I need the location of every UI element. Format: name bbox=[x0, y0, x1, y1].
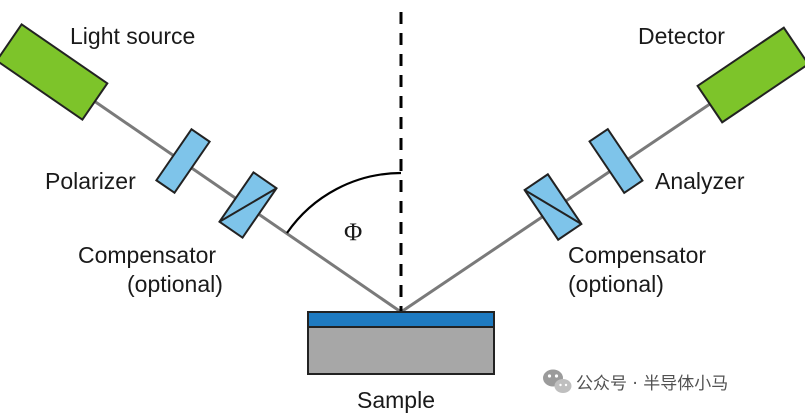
angle-label: Φ bbox=[344, 219, 362, 246]
detector-label: Detector bbox=[638, 23, 725, 49]
compensator-left-sublabel: (optional) bbox=[127, 271, 223, 297]
polarizer-label: Polarizer bbox=[45, 168, 136, 194]
sample-label: Sample bbox=[357, 387, 435, 413]
light-source-box bbox=[0, 23, 109, 121]
sample-film bbox=[307, 311, 495, 328]
compensator-left-element bbox=[218, 170, 278, 240]
detector-box bbox=[696, 26, 805, 124]
compensator-left-label: Compensator bbox=[78, 242, 216, 268]
wechat-icon bbox=[543, 369, 572, 393]
polarizer-element bbox=[154, 127, 212, 195]
watermark-text: 公众号 · 半导体小马 bbox=[576, 374, 728, 394]
light-source-label: Light source bbox=[70, 23, 195, 49]
angle-arc bbox=[286, 171, 402, 234]
reflected-beam bbox=[400, 73, 754, 314]
watermark: 公众号 · 半导体小马 bbox=[543, 369, 728, 394]
compensator-right-label: Compensator bbox=[568, 242, 706, 268]
analyzer-label: Analyzer bbox=[655, 168, 745, 194]
compensator-right-element bbox=[523, 172, 583, 242]
sample-substrate bbox=[307, 326, 495, 375]
incident-beam bbox=[51, 70, 402, 314]
compensator-right-sublabel: (optional) bbox=[568, 271, 664, 297]
analyzer-element bbox=[588, 127, 644, 195]
